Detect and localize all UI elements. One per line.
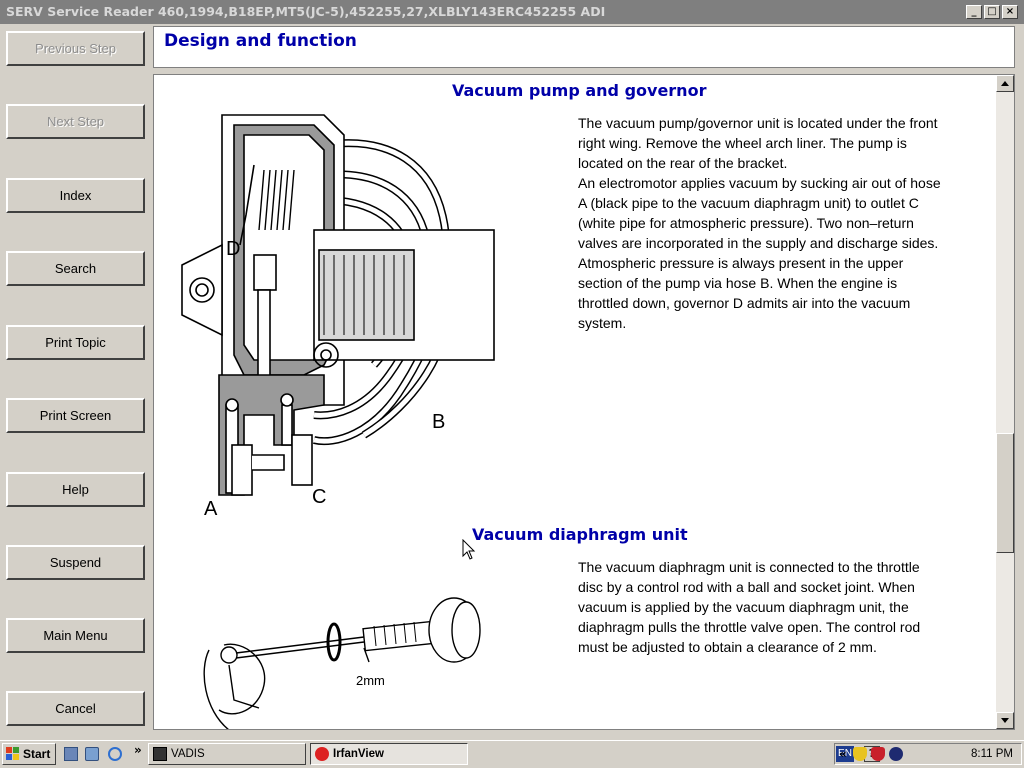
minimize-icon[interactable]: _ [966,5,982,19]
vacuum-pump-diagram: D B A C [181,114,495,520]
vacuum-diaphragm-diagram: 2mm [203,597,481,729]
cancel-button[interactable]: Cancel [6,691,145,726]
scrollbar-thumb[interactable] [996,433,1014,553]
close-icon[interactable]: × [1002,5,1018,19]
network-icon[interactable] [889,747,903,761]
taskbar-clock: 8:11 PM [971,748,1013,760]
label-d: D [226,238,240,260]
desktop-icon[interactable] [64,747,78,761]
section1-text: The vacuum pump/governor unit is located… [578,115,941,331]
taskbar-item-vadis[interactable]: VADIS [148,743,306,765]
start-button[interactable]: Start [2,743,56,765]
vadis-app-icon [153,747,167,761]
antivirus-shield-icon[interactable] [871,747,885,761]
label-b: B [432,411,445,433]
main-menu-button[interactable]: Main Menu [6,618,145,653]
irfanview-app-icon [315,747,329,761]
previous-step-button[interactable]: Previous Step [6,31,145,66]
page-title: Design and function [164,31,357,51]
section2-text: The vacuum diaphragm unit is connected t… [578,559,921,655]
print-screen-button[interactable]: Print Screen [6,398,145,433]
window-title-bar: SERV Service Reader 460,1994,B18EP,MT5(J… [0,0,1024,24]
next-step-button[interactable]: Next Step [6,104,145,139]
label-a: A [204,498,218,520]
print-topic-button[interactable]: Print Topic [6,325,145,360]
windows-logo-icon [6,747,19,760]
index-button[interactable]: Index [6,178,145,213]
section-title-vacuum-diaphragm: Vacuum diaphragm unit [472,525,688,544]
window-title: SERV Service Reader 460,1994,B18EP,MT5(J… [6,4,606,19]
section-title-vacuum-pump: Vacuum pump and governor [452,81,707,100]
maximize-icon[interactable]: □ [984,5,1000,19]
clearance-label: 2mm [356,673,385,688]
quick-launch-chevron[interactable]: » [134,743,142,757]
label-c: C [312,486,326,508]
help-button[interactable]: Help [6,472,145,507]
vertical-scrollbar[interactable] [996,75,1014,729]
security-shield-icon[interactable] [853,747,867,761]
internet-explorer-icon[interactable] [108,747,122,761]
scroll-up-icon[interactable] [996,75,1014,92]
explorer-icon[interactable] [85,747,99,761]
scroll-down-icon[interactable] [996,712,1014,729]
topic-content[interactable]: Vacuum pump and governor [153,74,1015,730]
search-button[interactable]: Search [6,251,145,286]
language-indicator[interactable]: EN [836,746,854,762]
suspend-button[interactable]: Suspend [6,545,145,580]
system-tray: « 8:11 PM [834,743,1022,765]
mouse-cursor-icon [462,539,476,560]
topic-header: Design and function [153,26,1015,68]
tray-expand-chevron[interactable]: « [839,747,847,761]
taskbar: Start » VADIS IrfanView EN ? « 8:11 PM [0,740,1024,768]
taskbar-item-irfanview[interactable]: IrfanView [310,743,468,765]
